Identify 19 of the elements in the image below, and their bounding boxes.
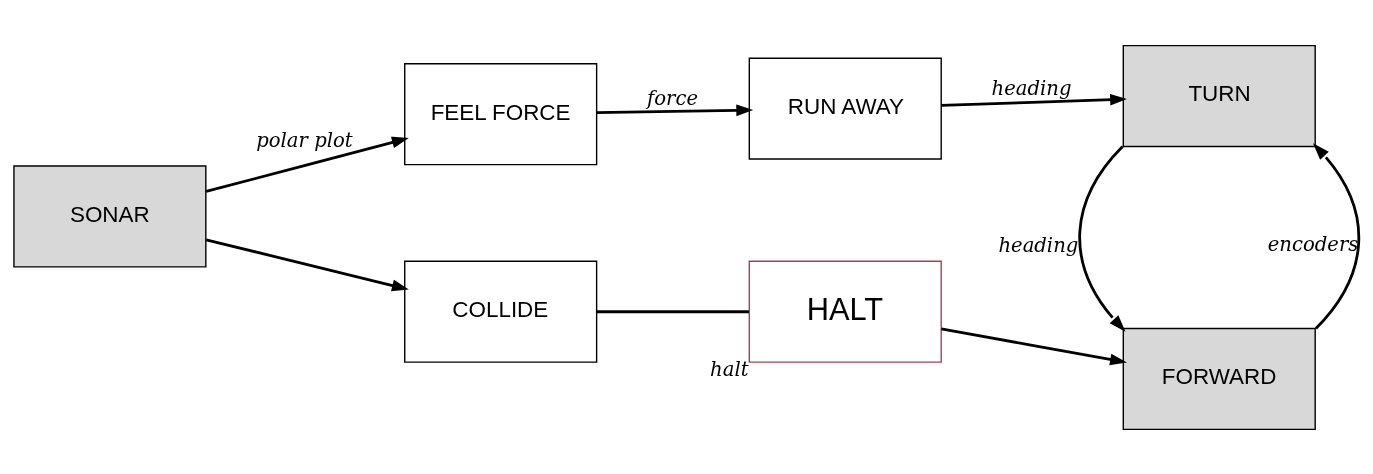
node-box: HALT	[748, 260, 942, 363]
arrow	[941, 327, 1127, 365]
connector	[596, 309, 749, 313]
node-box: RUN AWAY	[748, 57, 942, 160]
node-box: COLLIDE	[404, 260, 598, 363]
arrow	[596, 104, 754, 116]
arrow	[205, 237, 409, 291]
edge-label: heading	[991, 76, 1072, 100]
node-box: SONAR	[13, 164, 207, 268]
edge-label: heading	[998, 233, 1079, 257]
node-box: FEEL FORCE	[404, 62, 598, 165]
node-box: TURN	[1122, 44, 1316, 147]
arrow	[941, 93, 1127, 107]
edge-label: polar plot	[256, 128, 353, 152]
edge-label: force	[647, 86, 699, 110]
arrow	[1078, 145, 1126, 332]
node-box: FORWARD	[1122, 327, 1316, 430]
node-label: halt	[710, 357, 749, 381]
arrow	[205, 136, 409, 193]
